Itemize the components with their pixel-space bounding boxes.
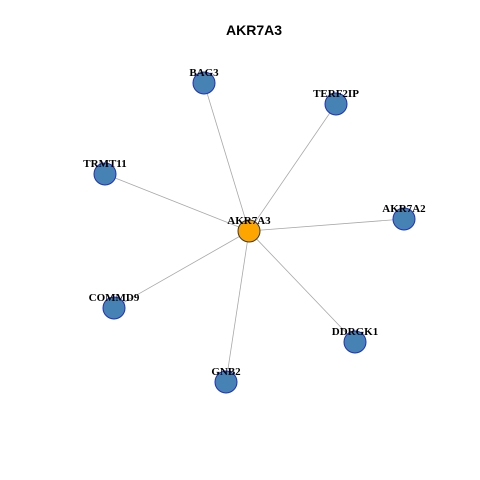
edge-akr7a3-ddrgk1: [248, 230, 356, 343]
node-label-akr7a2: AKR7A2: [382, 203, 426, 215]
edge-akr7a3-gnb2: [225, 230, 250, 383]
node-gnb2: [214, 370, 238, 394]
edge-akr7a3-trmt11: [104, 173, 250, 232]
node-commd9: [102, 296, 126, 320]
node-bag3: [192, 71, 216, 95]
node-label-akr7a3: AKR7A3: [227, 215, 271, 227]
edge-akr7a3-commd9: [113, 230, 250, 309]
node-akr7a3: [237, 219, 261, 243]
node-label-bag3: BAG3: [189, 67, 219, 79]
node-label-gnb2: GNB2: [211, 366, 241, 378]
nodes-layer: [93, 71, 416, 394]
edge-akr7a3-terf2ip: [248, 103, 337, 232]
node-akr7a2: [392, 207, 416, 231]
node-label-terf2ip: TERF2IP: [313, 88, 359, 100]
node-label-ddrgk1: DDRGK1: [332, 326, 378, 338]
node-label-commd9: COMMD9: [89, 292, 140, 304]
node-trmt11: [93, 162, 117, 186]
edges-layer: [104, 82, 405, 383]
node-ddrgk1: [343, 330, 367, 354]
node-label-trmt11: TRMT11: [83, 158, 126, 170]
diagram-title: AKR7A3: [226, 22, 282, 38]
edge-akr7a3-akr7a2: [248, 218, 405, 232]
node-terf2ip: [324, 92, 348, 116]
edge-akr7a3-bag3: [203, 82, 250, 232]
